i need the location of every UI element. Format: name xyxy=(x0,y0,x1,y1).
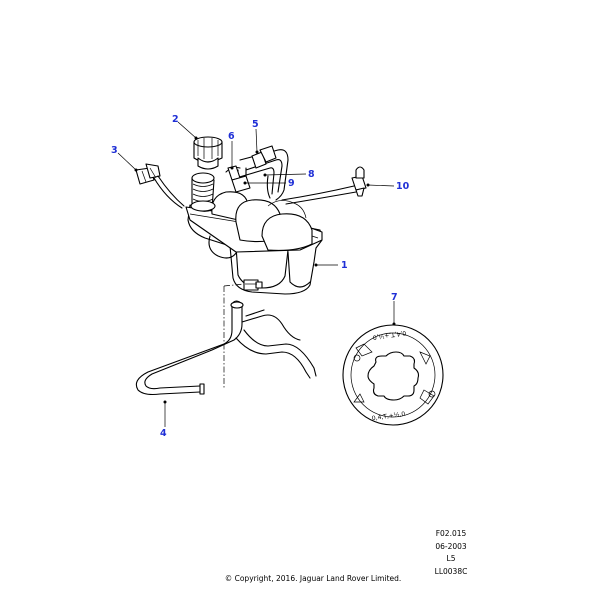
cap-marking-bottom: 0,4,T,+½,0 xyxy=(371,411,405,423)
callout-5[interactable]: 5 xyxy=(252,119,259,130)
callout-3[interactable]: 3 xyxy=(111,145,118,156)
bleed-hose-left[interactable] xyxy=(157,175,185,207)
copyright-notice: © Copyright, 2016. Jaguar Land Rover Lim… xyxy=(224,574,402,583)
callout-9[interactable]: 9 xyxy=(288,178,295,189)
alignment-line xyxy=(223,283,245,287)
callout-1[interactable]: 1 xyxy=(341,260,348,271)
drawing-level: L5 xyxy=(446,554,456,563)
filler-cap[interactable] xyxy=(193,136,223,170)
drawing-id: LL0038C xyxy=(434,566,468,576)
callout-4[interactable]: 4 xyxy=(160,428,167,439)
figure-ref: F02.015 xyxy=(435,529,467,538)
coolant-hose[interactable] xyxy=(135,300,317,396)
callout-7[interactable]: 7 xyxy=(391,292,398,303)
vent-pipe-assembly[interactable] xyxy=(225,145,289,201)
callout-8[interactable]: 8 xyxy=(308,169,315,180)
hose-clip-left[interactable] xyxy=(135,163,161,185)
cap-top-view[interactable] xyxy=(342,324,444,426)
drawing-date: 06-2003 xyxy=(435,541,467,551)
connector-right[interactable] xyxy=(281,166,367,205)
leader-lines xyxy=(117,121,396,427)
callout-6[interactable]: 6 xyxy=(228,131,235,142)
callout-10[interactable]: 10 xyxy=(396,181,410,192)
cap-marking-top: 0,4,T,+½,0 xyxy=(372,329,406,341)
expansion-tank[interactable] xyxy=(185,172,323,295)
callout-2[interactable]: 2 xyxy=(172,114,179,125)
drawing-metadata: F02.015 06-2003 L5 LL0038C xyxy=(416,528,486,578)
